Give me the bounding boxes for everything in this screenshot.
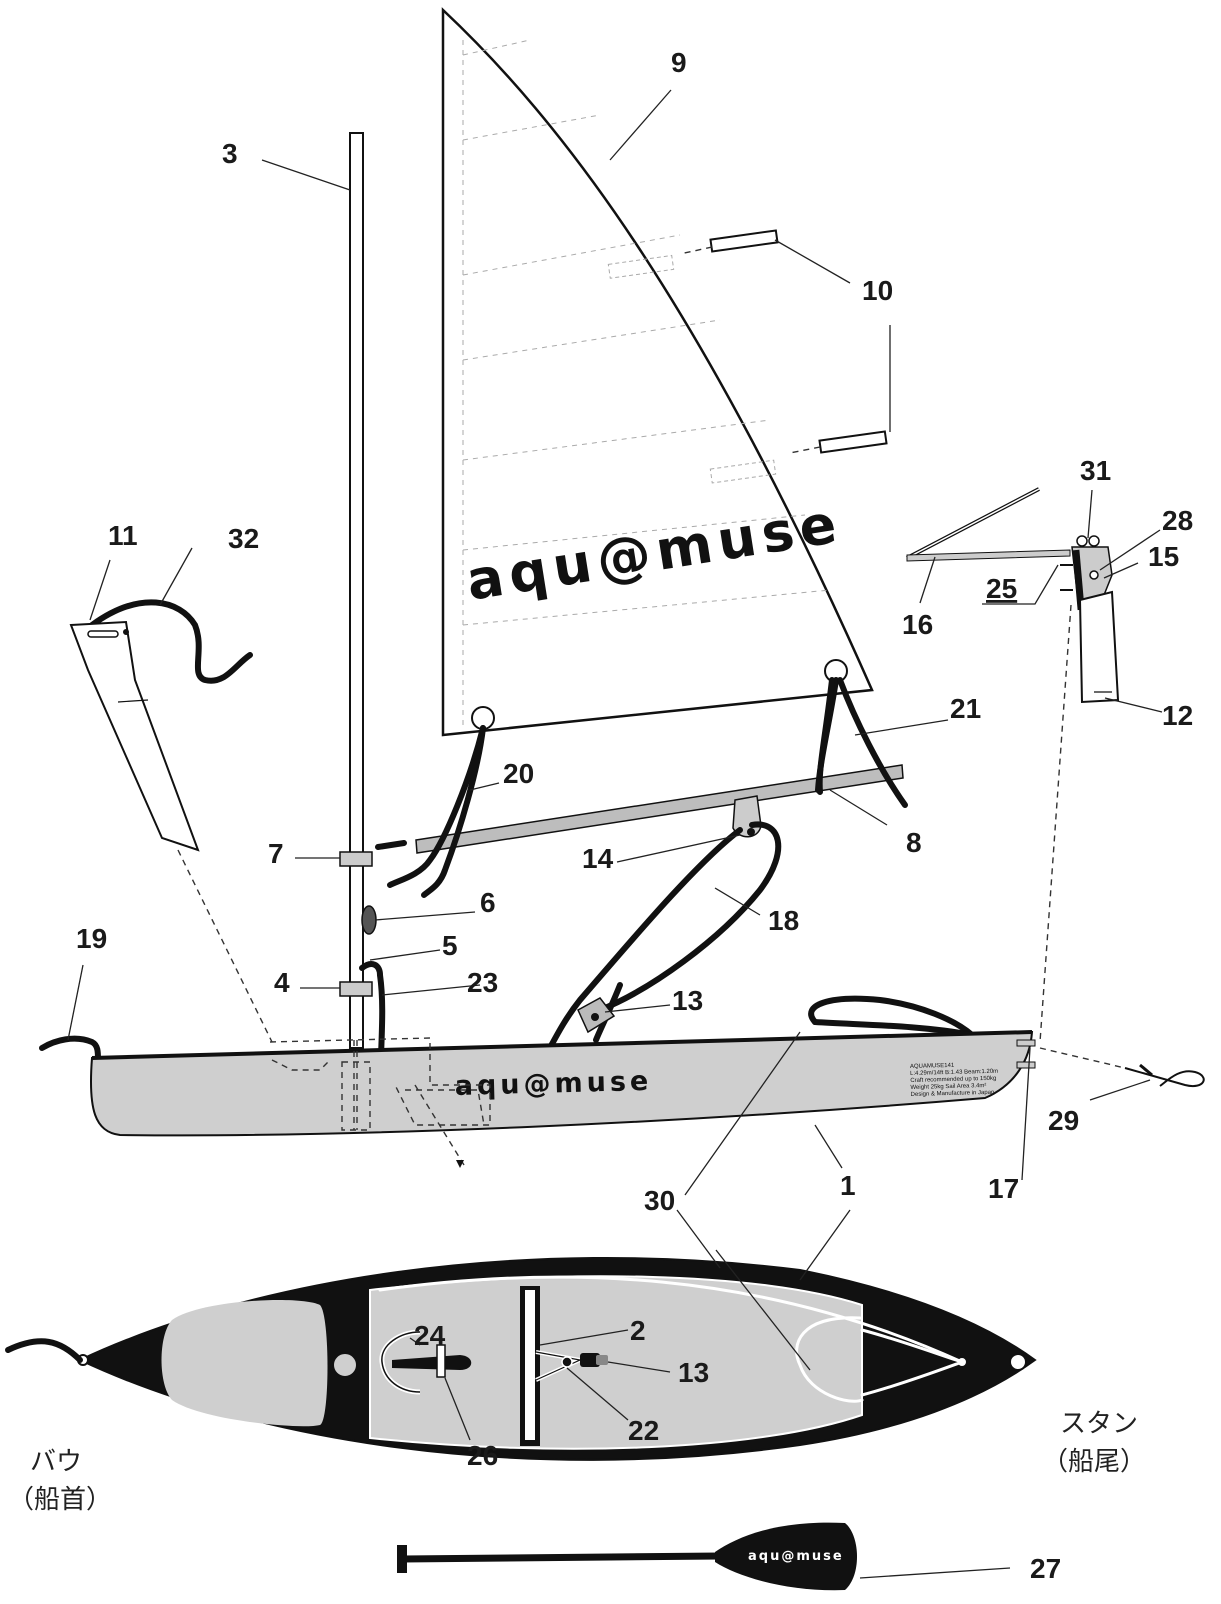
sail: aqu@muse <box>441 7 874 737</box>
callout-15: 15 <box>1148 541 1179 572</box>
spec-line: Craft recommended up to 150kg <box>910 1076 996 1084</box>
stern-label: スタン <box>1060 1409 1138 1439</box>
callout-25: 25 <box>986 573 1017 604</box>
callout-22: 22 <box>628 1415 659 1446</box>
callout-1: 1 <box>840 1170 856 1201</box>
rudder-assembly <box>906 487 1205 1088</box>
hull-spec-plate: AQUAMUSE141 L:4.29m/14ft B:1.43 Beam:1.2… <box>910 1063 998 1098</box>
callout-14: 14 <box>582 843 614 874</box>
callout-26: 26 <box>467 1440 498 1471</box>
stern-label-sub: （船尾） <box>1042 1447 1146 1477</box>
leader-lines <box>67 89 1163 1579</box>
callout-11: 11 <box>108 520 138 551</box>
hull-side-view: aqu@muse AQUAMUSE141 L:4.29m/14ft B:1.43… <box>89 1030 1036 1137</box>
mast <box>339 132 377 1049</box>
bow-label-sub: （船首） <box>8 1485 112 1515</box>
daggerboard <box>69 620 200 852</box>
callout-8: 8 <box>906 827 922 858</box>
callout-12: 12 <box>1162 700 1193 731</box>
batten <box>679 229 888 454</box>
bow-label: バウ <box>30 1447 82 1477</box>
spec-line: AQUAMUSE141 <box>910 1063 955 1070</box>
callout-28: 28 <box>1162 505 1193 536</box>
spec-line: Design & Manufacture in Japan <box>911 1090 995 1098</box>
paddle-brand-text: aqu@muse <box>748 1549 844 1564</box>
orientation-labels: バウ （船首） スタン （船尾） <box>8 1409 1146 1515</box>
callout-31: 31 <box>1080 455 1111 486</box>
assembly-guides <box>177 604 1126 1168</box>
callout-4: 4 <box>274 967 290 998</box>
callout-5: 5 <box>442 930 458 961</box>
callout-10: 10 <box>862 275 893 306</box>
callout-6: 6 <box>480 887 496 918</box>
callout-18: 18 <box>768 905 799 936</box>
hull-top-view <box>5 1257 1037 1461</box>
callout-21: 21 <box>950 693 981 724</box>
callout-32: 32 <box>228 523 259 554</box>
callout-13-top: 13 <box>678 1357 709 1388</box>
callout-23: 23 <box>467 967 498 998</box>
callout-7: 7 <box>268 838 284 869</box>
callout-3: 3 <box>222 138 238 169</box>
callout-24: 24 <box>414 1320 446 1351</box>
callout-19: 19 <box>76 923 107 954</box>
ropes <box>39 599 975 1103</box>
paddle: aqu@muse <box>397 1522 858 1591</box>
callout-20: 20 <box>503 758 534 789</box>
callout-17: 17 <box>988 1173 1019 1204</box>
callout-numbers: 3 9 10 11 32 31 28 15 25 16 12 21 20 8 7… <box>76 47 1193 1584</box>
callout-2: 2 <box>630 1315 646 1346</box>
callout-9: 9 <box>671 47 687 78</box>
spec-line: L:4.29m/14ft B:1.43 Beam:1.20m <box>910 1069 998 1077</box>
hull-brand-text: aqu@muse <box>454 1066 652 1102</box>
callout-29: 29 <box>1048 1105 1079 1136</box>
spec-line: Weight 25kg Sail Area 3.4m² <box>910 1083 986 1091</box>
callout-27: 27 <box>1030 1553 1061 1584</box>
callout-16: 16 <box>902 609 933 640</box>
callout-13: 13 <box>672 985 703 1016</box>
callout-30: 30 <box>644 1185 675 1216</box>
